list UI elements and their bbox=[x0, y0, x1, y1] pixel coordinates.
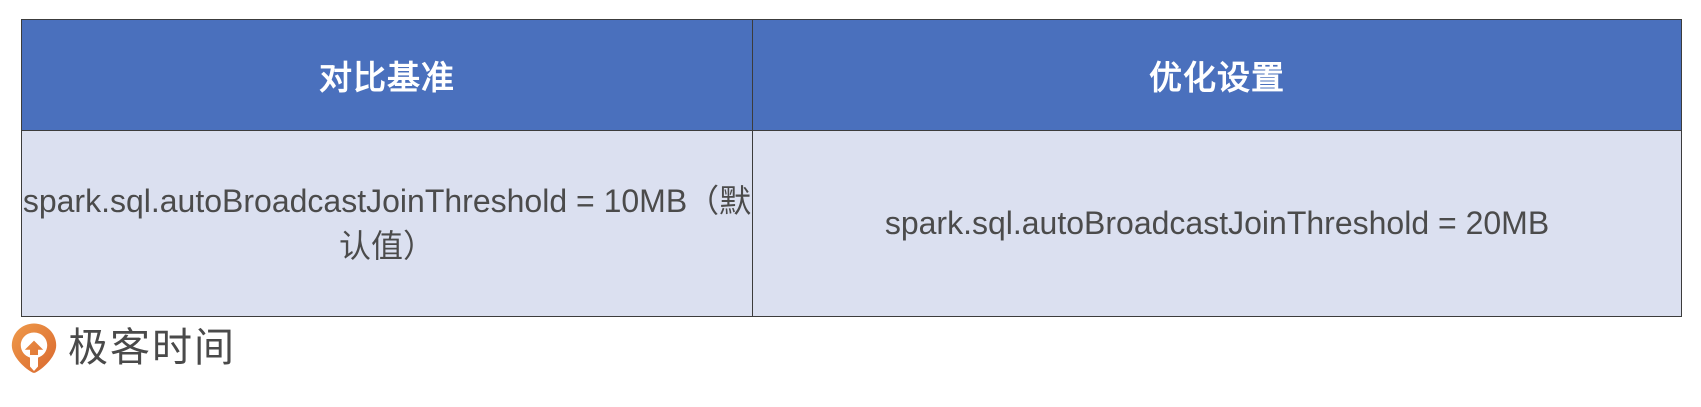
cell-baseline-config: spark.sql.autoBroadcastJoinThreshold = 1… bbox=[21, 130, 753, 317]
table-header: 对比基准 优化设置 bbox=[21, 19, 1682, 131]
column-header-optimized: 优化设置 bbox=[752, 19, 1682, 131]
cell-baseline-config-text: spark.sql.autoBroadcastJoinThreshold = 1… bbox=[22, 183, 752, 264]
table-header-row: 对比基准 优化设置 bbox=[21, 19, 1682, 131]
cell-optimized-config-text: spark.sql.autoBroadcastJoinThreshold = 2… bbox=[884, 205, 1550, 242]
geektime-pin-icon bbox=[10, 322, 58, 374]
table-body: spark.sql.autoBroadcastJoinThreshold = 1… bbox=[21, 130, 1682, 317]
comparison-table-container: 对比基准 优化设置 spark.sql.autoBroadcastJoinThr… bbox=[21, 19, 1682, 317]
cell-optimized-config: spark.sql.autoBroadcastJoinThreshold = 2… bbox=[752, 130, 1682, 317]
brand-watermark: 极客时间 bbox=[10, 322, 236, 374]
comparison-table: 对比基准 优化设置 spark.sql.autoBroadcastJoinThr… bbox=[21, 19, 1682, 317]
table-row: spark.sql.autoBroadcastJoinThreshold = 1… bbox=[21, 130, 1682, 317]
brand-name: 极客时间 bbox=[68, 326, 236, 370]
column-header-baseline: 对比基准 bbox=[21, 19, 753, 131]
